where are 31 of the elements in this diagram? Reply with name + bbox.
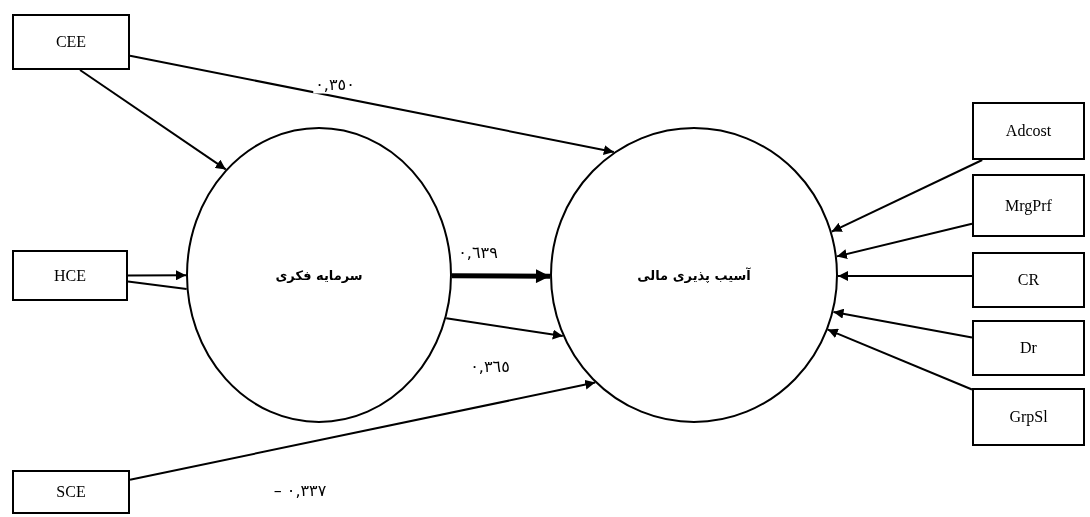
node-label: CR bbox=[1017, 271, 1040, 289]
node-label: GrpSl bbox=[1009, 408, 1048, 426]
node-label: Adcost bbox=[1005, 122, 1052, 140]
arrow bbox=[452, 269, 550, 284]
variable-box bbox=[972, 320, 1085, 376]
variable-box bbox=[972, 388, 1085, 446]
construct-circle bbox=[550, 127, 838, 423]
arrow bbox=[837, 271, 973, 281]
node-label: MrgPrf bbox=[1005, 196, 1052, 215]
variable-box bbox=[972, 252, 1085, 308]
variable-box bbox=[972, 102, 1085, 160]
arrow bbox=[832, 308, 973, 339]
arrow bbox=[129, 54, 615, 155]
node-label: آسیب پذیری مالی bbox=[637, 267, 751, 283]
arrow bbox=[129, 379, 597, 481]
arrow bbox=[830, 159, 984, 233]
node-label: CEE bbox=[55, 33, 87, 51]
node-label: HCE bbox=[54, 266, 86, 285]
variable-box bbox=[12, 470, 130, 514]
node-label: Dr bbox=[1020, 339, 1037, 357]
arrow bbox=[445, 317, 564, 340]
node-label: SCE bbox=[56, 483, 86, 501]
arrow bbox=[835, 222, 973, 259]
node-label: سرمایه فکری bbox=[275, 267, 363, 283]
variable-box bbox=[12, 14, 130, 70]
variable-box bbox=[12, 250, 128, 301]
arrow bbox=[79, 69, 227, 171]
variable-box bbox=[972, 174, 1085, 237]
construct-circle bbox=[186, 127, 452, 423]
arrow bbox=[826, 328, 973, 391]
arrow bbox=[127, 270, 187, 281]
